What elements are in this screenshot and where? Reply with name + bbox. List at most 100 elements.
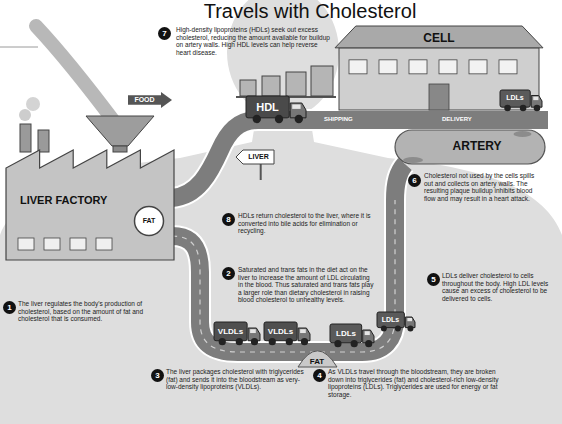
callout-badge: 5 [427,273,440,286]
step-note: LDLs deliver cholesterol to cells throug… [442,272,554,302]
callout-badge: 1 [3,301,16,314]
cargo-box [286,72,306,96]
truck-window [292,104,300,108]
smokestack [38,130,49,152]
road-marking [172,200,395,352]
truck: LDLs [500,90,542,112]
road-label: DELIVERY [440,116,474,123]
artery-label: ARTERY [453,140,502,154]
callout-number: 5 [431,275,435,284]
callout-circle [3,301,16,314]
step-note: Saturated and trans fats in the diet act… [238,266,374,304]
fat-mound [298,351,337,367]
callout-number: 1 [7,303,11,312]
road-sign: LIVER [236,150,274,164]
door [429,84,449,110]
smoke [26,97,40,111]
wheel [520,105,527,112]
arrow-shape [128,92,172,108]
window [349,60,367,74]
artery-wall [395,130,545,164]
cargo-box [262,76,280,96]
step-note: The liver packages cholesterol with trig… [166,368,306,391]
callout-number: 7 [162,29,166,38]
truck-cargo [264,322,297,341]
wheel [381,325,387,331]
truck-label: VLDLs [218,327,243,336]
truck-label: LDLs [382,316,400,324]
callout-number: 8 [226,215,230,224]
callout-badge: 8 [222,213,235,226]
truck-cargo [377,312,404,328]
truck-cargo [214,322,247,341]
window [18,238,34,250]
sign-label: LIVER [248,153,269,161]
callout-badge: 3 [151,369,164,382]
wheel [334,340,341,347]
title: Travels with Cholesterol [190,0,430,23]
callout-number: 4 [317,371,321,380]
truck: VLDLs [214,322,260,346]
callout-circle [408,174,421,187]
building-label: CELL [423,32,454,46]
step-note: Cholesterol not used by the cells spills… [424,172,544,202]
wheel [534,105,541,112]
cargo-box [240,80,256,96]
funnel [86,116,154,146]
window [70,238,86,250]
window [44,238,60,250]
truck-window [407,318,412,321]
truck-cargo [330,324,362,343]
wheel [275,115,283,123]
fat-pile: FAT [298,348,337,367]
gauge-dial [135,207,164,236]
funnel-spout [113,146,127,152]
callout-badge: 4 [313,369,326,382]
wheel [395,325,401,331]
callout-badge: 2 [222,267,235,280]
liver-factory: LIVER FACTORYFAT [6,150,174,260]
building-wall [339,48,539,110]
smoke [19,109,31,121]
wheel [253,115,261,123]
window [439,60,457,74]
arrow-label: FOOD [134,96,154,104]
smokestack [20,124,31,152]
food-arrow: FOOD [128,92,172,108]
step-note: HDLs return cholesterol to the liver, wh… [238,212,378,235]
callout-circle [427,273,440,286]
step-note: High-density lipoproteins (HDLs) seek ou… [176,26,331,56]
wheel [251,338,258,345]
truck: LDLs [330,324,374,348]
rule-line [0,47,38,48]
truck-cargo [246,96,289,118]
wheel [236,338,243,345]
window [379,60,397,74]
building-roof [335,26,543,48]
callout-number: 6 [412,176,416,185]
fat-gauge: FAT [134,206,164,236]
truck-label: VLDLs [268,327,293,336]
sign-board [236,150,274,164]
plaque [403,157,423,163]
callout-circle [151,369,164,382]
road [172,164,405,352]
wheel [301,338,308,345]
wheel [295,115,303,123]
callout-circle [158,27,171,40]
callout-badge: 7 [158,27,171,40]
callout-badge: 6 [408,174,421,187]
wheel [269,338,276,345]
truck-window [250,329,256,333]
plaque [514,131,532,137]
wheel [351,340,358,347]
wheel [407,325,413,331]
callout-number: 3 [155,371,159,380]
truck-label: LDLs [506,94,524,102]
body-silhouette [0,104,562,424]
window [469,60,487,74]
wheel [365,340,372,347]
truck-window [300,329,306,333]
pile-label: FAT [310,357,325,366]
